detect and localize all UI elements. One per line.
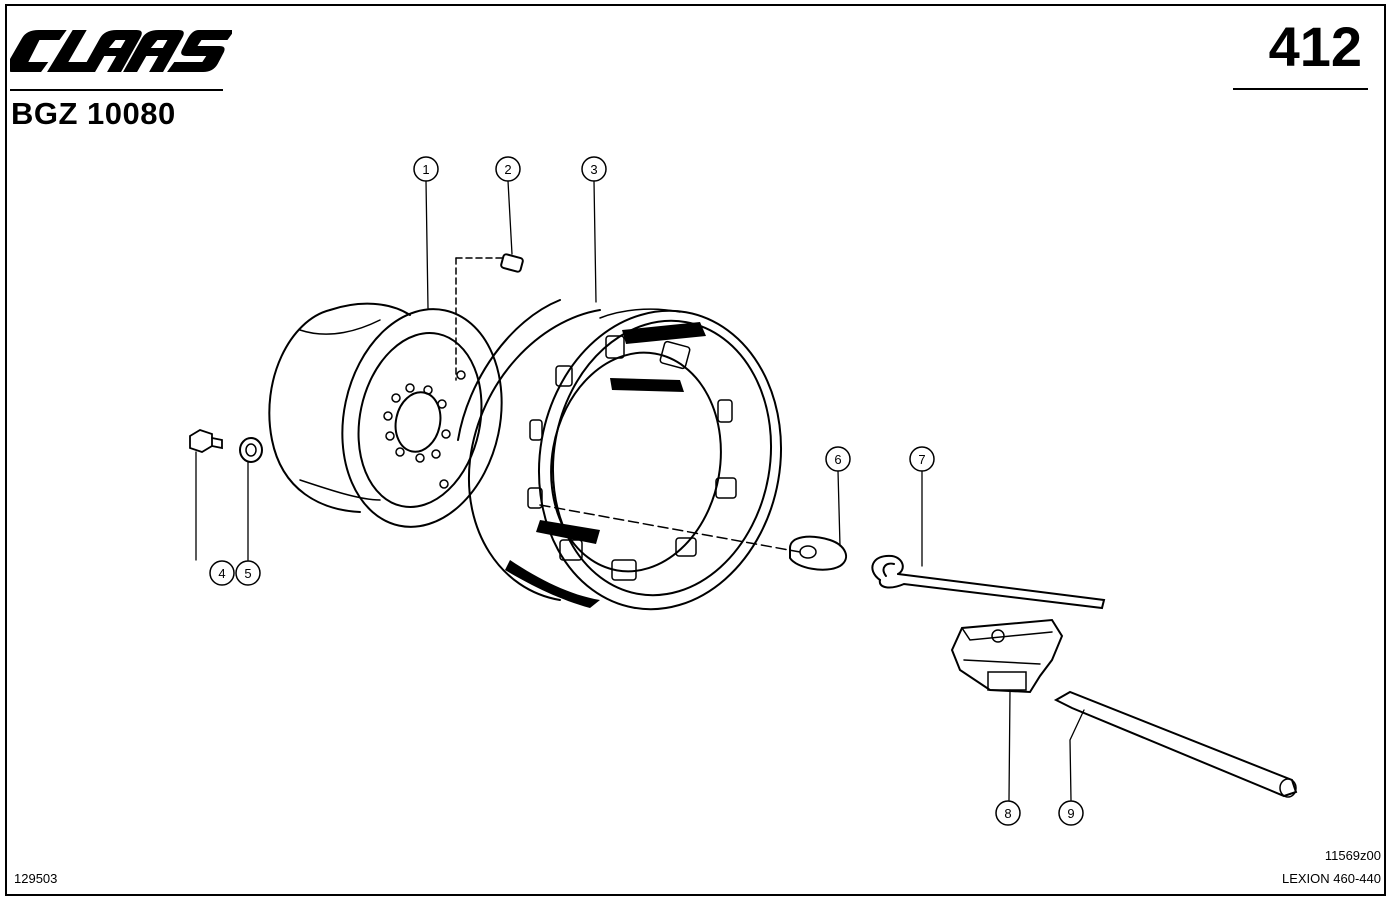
model-designation: LEXION 460-440 (1281, 871, 1381, 886)
part-5-washer (239, 437, 263, 463)
callout-circle-4 (209, 560, 235, 586)
callout-circle-5 (235, 560, 261, 586)
part-1-wheel-disc (268, 302, 503, 528)
page-number-underline (1233, 88, 1368, 90)
drawing-reference: 11569z00 (1324, 848, 1381, 863)
callout-label-2: 2 (504, 162, 511, 177)
callout-label-6: 6 (834, 452, 841, 467)
assembly-code: BGZ 10080 (11, 96, 176, 131)
part-4-bolt (189, 429, 223, 453)
callout-label-8: 8 (1004, 806, 1011, 821)
callout-circle-7 (909, 446, 935, 472)
callout-circle-1 (413, 156, 439, 182)
callout-circle-8 (995, 800, 1021, 826)
part-7-hook-rod (871, 554, 1106, 610)
part-2-valve (455, 253, 524, 381)
claas-logo (6, 26, 235, 81)
callout-circle-3 (581, 156, 607, 182)
callout-label-5: 5 (244, 566, 251, 581)
part-9-lever (1053, 690, 1298, 798)
sheet-border (5, 4, 1386, 896)
page-number: 412 (1268, 15, 1362, 78)
callout-label-1: 1 (422, 162, 429, 177)
part-3-rim (457, 299, 801, 611)
callout-label-3: 3 (590, 162, 597, 177)
callout-label-7: 7 (918, 452, 925, 467)
logo-underline (10, 89, 223, 91)
callout-circle-2 (495, 156, 521, 182)
callout-label-9: 9 (1067, 806, 1074, 821)
doc-number: 129503 (14, 871, 58, 886)
callout-label-4: 4 (218, 566, 225, 581)
part-6-eye-plate (789, 535, 848, 571)
callout-circle-6 (825, 446, 851, 472)
part-8-clamp (950, 618, 1064, 694)
callout-circle-9 (1058, 800, 1084, 826)
